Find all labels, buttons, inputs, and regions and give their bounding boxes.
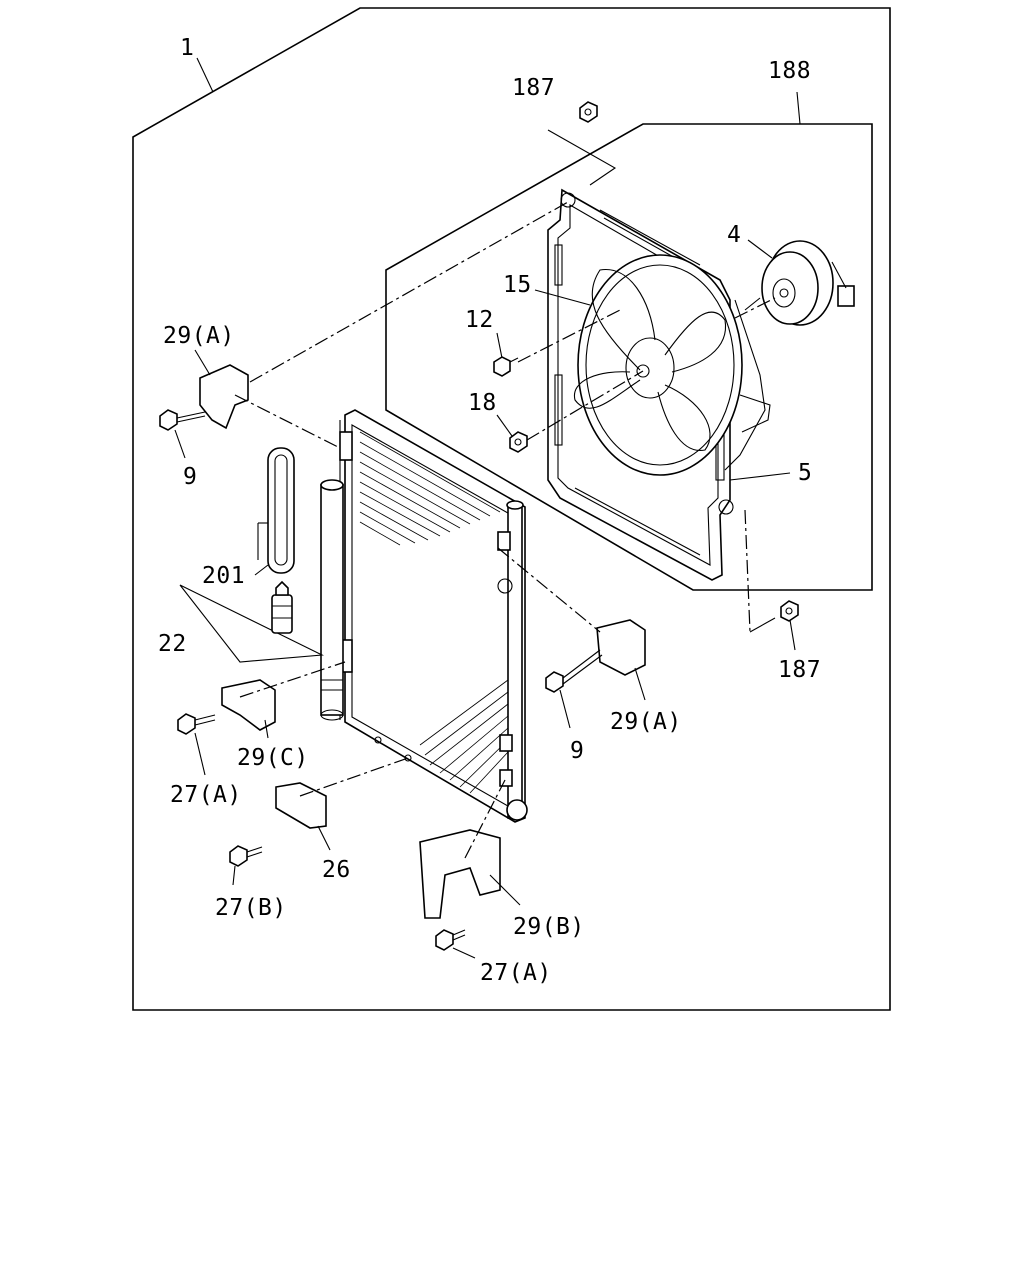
bracket-29a-left-shape (199, 364, 249, 430)
callout-27a-left: 27(A) (170, 782, 242, 808)
fan-assembly-boundary (385, 123, 873, 591)
bracket-29a-right-shape (596, 619, 646, 676)
bracket-29c-shape (221, 679, 276, 731)
assembly-boundary (132, 7, 891, 1011)
nut-187-top (579, 101, 598, 123)
callout-27a-bottom: 27(A) (480, 960, 552, 986)
bracket-26-shape (275, 782, 327, 829)
bolt-27b (229, 845, 263, 867)
alignment-lines (234, 201, 776, 859)
bolt-9-left (159, 409, 206, 431)
bolt-9-right (545, 649, 603, 693)
callout-188: 188 (768, 58, 811, 84)
receiver-drier (179, 479, 344, 721)
desiccant-bag (257, 447, 295, 634)
callout-4: 4 (727, 222, 741, 248)
condenser-fins-top (359, 431, 501, 546)
leader-lines (174, 57, 801, 959)
bolt-27a-left (177, 713, 216, 735)
callout-187-bottom: 187 (778, 657, 821, 683)
bolt-27a-bottom (435, 929, 466, 951)
callout-22: 22 (158, 631, 187, 657)
callout-27b: 27(B) (215, 895, 287, 921)
callout-201: 201 (202, 563, 245, 589)
nut-18 (509, 431, 528, 453)
callout-29c: 29(C) (237, 745, 309, 771)
callout-29a-right: 29(A) (610, 709, 682, 735)
callout-9-left: 9 (183, 464, 197, 490)
callout-18: 18 (468, 390, 497, 416)
fan-motor (744, 240, 855, 326)
callout-9-right: 9 (570, 738, 584, 764)
callout-29b: 29(B) (513, 914, 585, 940)
callout-5: 5 (798, 460, 812, 486)
nut-187-bottom (780, 600, 799, 622)
callout-187-top: 187 (512, 75, 555, 101)
callout-29a-left: 29(A) (163, 323, 235, 349)
bracket-29b-shape (419, 829, 501, 919)
screw-12 (493, 356, 519, 377)
fan-blades (573, 254, 771, 476)
callout-12: 12 (465, 307, 494, 333)
callout-15: 15 (503, 272, 532, 298)
callout-1: 1 (180, 35, 194, 61)
callout-26: 26 (322, 857, 351, 883)
condenser (339, 409, 528, 823)
condenser-fins-bottom (419, 679, 509, 794)
